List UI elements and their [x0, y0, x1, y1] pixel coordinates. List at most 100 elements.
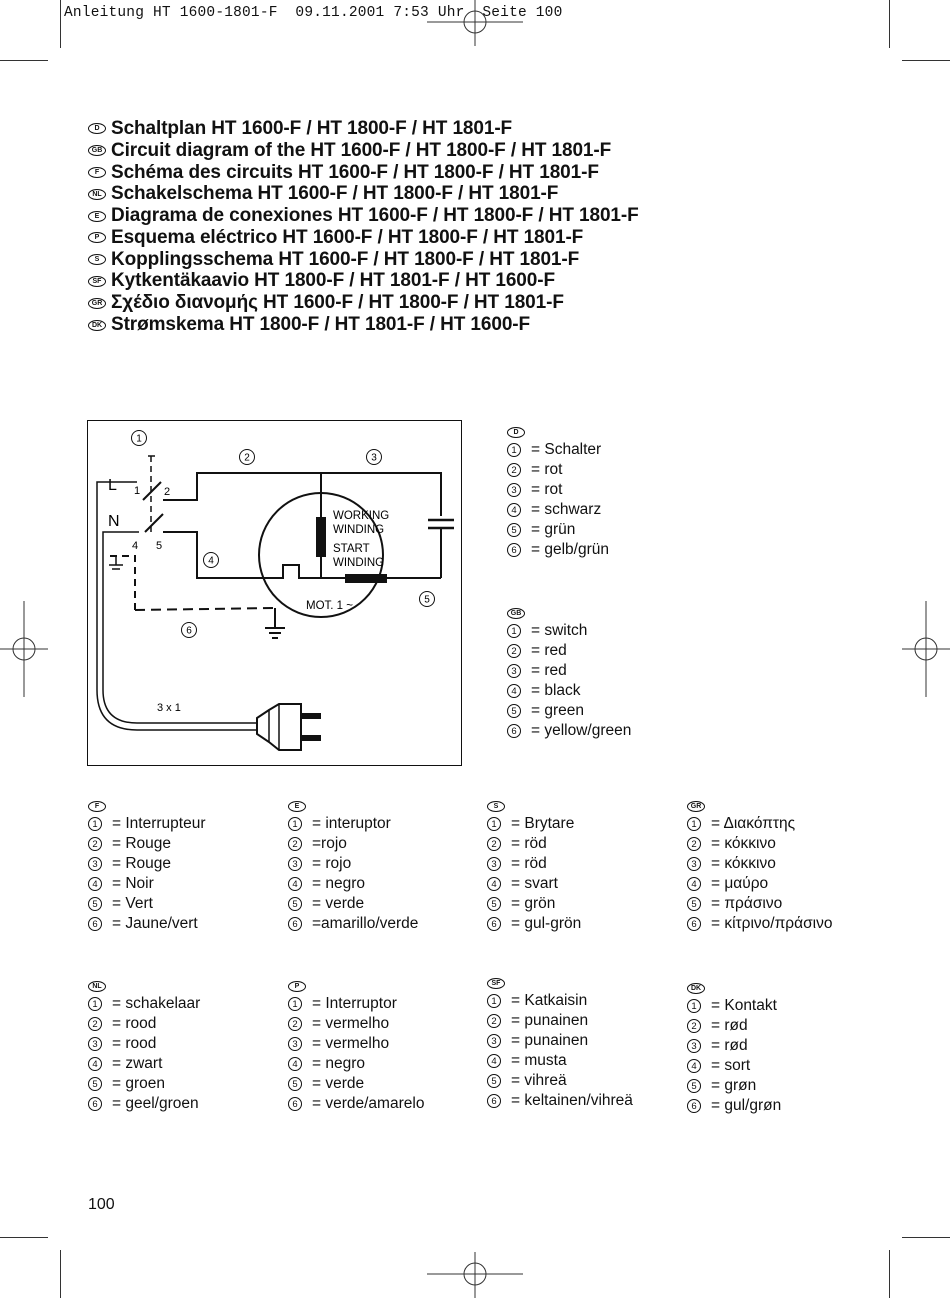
list-item: 5= groen: [88, 1074, 200, 1094]
item-label: = Vert: [112, 895, 153, 912]
item-number: 3: [687, 857, 701, 871]
item-number: 6: [687, 917, 701, 931]
legend-p: P 1= Interruptor 2= vermelho 3= vermelho…: [288, 975, 424, 1114]
item-number: 6: [507, 724, 521, 738]
item-label: = vermelho: [312, 1015, 390, 1032]
list-item: 3= rot: [507, 480, 609, 500]
item-label: = svart: [511, 875, 558, 892]
item-number: 3: [507, 483, 521, 497]
page-number: 100: [88, 1196, 115, 1213]
callout-2-label: 2: [244, 453, 250, 464]
list-item: 2= κόκκινο: [687, 834, 832, 854]
print-slug: Anleitung HT 1600-1801-F 09.11.2001 7:53…: [64, 5, 563, 21]
list-item: 3= rød: [687, 1036, 781, 1056]
item-number: 3: [88, 857, 102, 871]
list-item: 5= verde: [288, 894, 418, 914]
crop-mark-bottom-right-h: [902, 1237, 950, 1238]
legend-f: F 1= Interrupteur 2= Rouge 3= Rouge 4= N…: [88, 795, 205, 934]
list-item: 6 = verde/amarelo: [288, 1094, 424, 1114]
list-item: 5= grön: [487, 894, 581, 914]
registration-mark-top: [427, 0, 523, 46]
item-number: 3: [487, 1034, 501, 1048]
item-label: = vermelho: [312, 1035, 390, 1052]
item-number: 2: [507, 463, 521, 477]
item-label: = interuptor: [312, 815, 391, 832]
item-number: 2: [487, 1014, 501, 1028]
language-badge: P: [288, 981, 306, 992]
item-number: 2: [288, 1017, 302, 1031]
list-item: 1 = Brytare: [487, 814, 581, 834]
item-number: 5: [487, 1074, 501, 1088]
list-item: 5= grün: [507, 520, 609, 540]
list-item: 2= punainen: [487, 1011, 633, 1031]
list-item: 5= grøn: [687, 1076, 781, 1096]
list-item: 3= red: [507, 661, 631, 681]
item-label: =amarillo/verde: [312, 915, 419, 932]
list-item: 5= verde: [288, 1074, 424, 1094]
list-item: 3= punainen: [487, 1031, 633, 1051]
item-number: 6: [288, 1097, 302, 1111]
list-item: 1= Kontakt: [687, 996, 781, 1016]
legend-d: D 1= Schalter 2= rot 3= rot 4= schwarz 5…: [507, 421, 609, 560]
item-number: 1: [88, 817, 102, 831]
item-label: = verde/amarelo: [312, 1095, 425, 1112]
item-label: = negro: [312, 875, 366, 892]
item-label: = grün: [531, 521, 576, 538]
contact-2-label: 2: [164, 486, 170, 498]
item-label: = κίτρινο/πράσινο: [711, 915, 833, 932]
item-label: = röd: [511, 855, 547, 872]
title-text: Schéma des circuits HT 1600-F / HT 1800-…: [111, 161, 599, 183]
item-number: 1: [487, 994, 501, 1008]
item-label: = gelb/grün: [531, 541, 609, 558]
item-number: 5: [687, 897, 701, 911]
crop-mark-top-left-h: [0, 60, 48, 61]
item-number: 3: [288, 1037, 302, 1051]
language-badge: E: [288, 801, 306, 812]
list-item: 4= negro: [288, 1054, 424, 1074]
item-label: = red: [531, 642, 567, 659]
working-winding-label-2: WINDING: [333, 524, 384, 536]
item-number: 1: [487, 817, 501, 831]
item-number: 4: [687, 1059, 701, 1073]
registration-mark-bottom: [427, 1252, 523, 1298]
language-badge: S: [88, 254, 106, 266]
language-badge: D: [88, 123, 106, 135]
item-label: = gul-grön: [511, 915, 582, 932]
language-badge: DK: [687, 983, 705, 994]
list-item: 4= sort: [687, 1056, 781, 1076]
list-item: 6= geel/groen: [88, 1094, 200, 1114]
title-text: Strømskema HT 1800-F / HT 1801-F / HT 16…: [111, 314, 531, 336]
item-label: = yellow/green: [531, 722, 632, 739]
item-label: = μαύρο: [711, 875, 769, 892]
crop-mark-top-right-v: [889, 0, 890, 48]
crop-mark-top-right-h: [902, 60, 950, 61]
language-badge: GR: [88, 297, 106, 309]
callout-1: [131, 430, 147, 446]
title-text: Kytkentäkaavio HT 1800-F / HT 1801-F / H…: [111, 270, 555, 292]
title-text: Schaltplan HT 1600-F / HT 1800-F / HT 18…: [111, 117, 513, 139]
item-label: = musta: [511, 1052, 567, 1069]
list-item: 5= green: [507, 701, 631, 721]
item-label: = Brytare: [511, 815, 575, 832]
language-badge: F: [88, 801, 106, 812]
item-label: = rood: [112, 1015, 157, 1032]
item-label: = groen: [112, 1075, 166, 1092]
list-item: 3= rojo: [288, 854, 418, 874]
list-item: 3= röd: [487, 854, 581, 874]
item-label: = grön: [511, 895, 556, 912]
list-item: 6=amarillo/verde: [288, 914, 418, 934]
contact-1-label: 1: [134, 485, 140, 497]
item-number: 2: [487, 837, 501, 851]
list-item: 5= Vert: [88, 894, 205, 914]
language-badge: P: [88, 232, 106, 244]
list-item: 6= gelb/grün: [507, 540, 609, 560]
list-item: 6= gul/grøn: [687, 1096, 781, 1116]
list-item: 1= Interrupteur: [88, 814, 205, 834]
list-item: 3= Rouge: [88, 854, 205, 874]
item-label: = keltainen/vihreä: [511, 1092, 633, 1109]
list-item: 2= rød: [687, 1016, 781, 1036]
